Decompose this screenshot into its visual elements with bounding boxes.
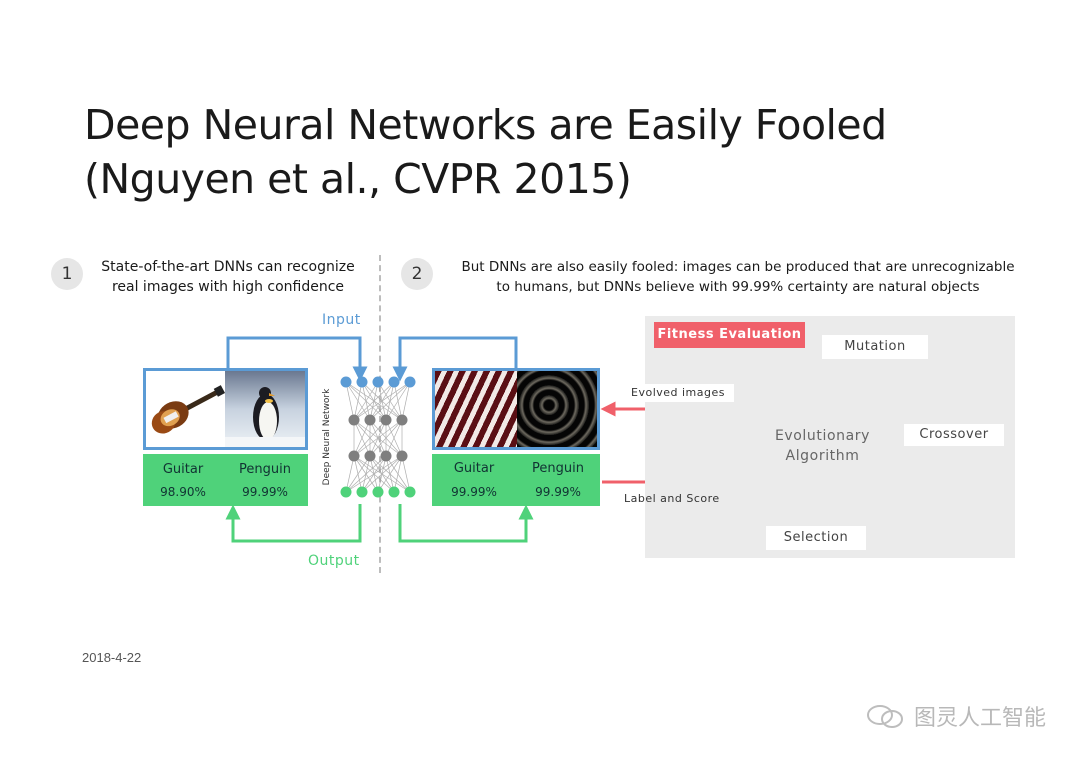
network-edge [401,455,411,493]
network-nodes [340,376,416,498]
evolutionary-algorithm-label: Evolutionary Algorithm [765,426,880,466]
network-edge [345,381,355,421]
network-edge [369,381,411,421]
real-predictions: Guitar Penguin 98.90% 99.99% [143,454,308,506]
crossover-tag: Crossover [904,424,1004,446]
output-node [388,486,400,498]
fooled-class-1: Guitar [453,461,495,476]
output-arrow-right [398,504,534,543]
hidden-node [348,414,360,426]
fooling-guitar-image [435,371,517,447]
step-2-line-2: to humans, but DNNs believe with 99.99% … [496,279,980,295]
real-score-1: 98.90% [160,485,206,499]
real-images [143,368,308,450]
step-1-badge: 1 [51,258,83,290]
title-line-2: (Nguyen et al., CVPR 2015) [84,155,632,203]
evolved-images-label: Evolved images [622,384,734,402]
network-edge [361,455,403,493]
step-2-caption: But DNNs are also easily fooled: images … [448,257,1028,297]
network-edge [385,419,403,457]
step-1-line-2: real images with high confidence [111,279,345,295]
output-arrow-left [225,504,362,543]
network-edge [353,381,379,421]
input-node [388,376,400,388]
output-node [356,486,368,498]
input-label: Input [322,312,361,328]
real-class-1: Guitar [162,462,204,477]
network-edge [345,455,355,493]
watermark: 图灵人工智能 [866,700,1046,732]
fooled-score-1: 99.99% [451,485,497,499]
hidden-node [380,450,392,462]
step-2-badge: 2 [401,258,433,290]
real-score-2: 99.99% [242,485,288,499]
selection-tag: Selection [766,526,866,550]
output-node [372,486,384,498]
network-edge [353,419,371,457]
network-edge [353,381,395,421]
input-node [372,376,384,388]
fooled-score-2: 99.99% [535,485,581,499]
network-edge [401,381,411,421]
hidden-node [348,450,360,462]
input-node [340,376,352,388]
input-node [356,376,368,388]
fooling-predictions: Guitar Penguin 99.99% 99.99% [432,454,600,506]
network-edges [345,381,411,493]
label-and-score-label: Label and Score [624,492,720,505]
network-edge [385,381,411,421]
output-node [404,486,416,498]
step-1-caption: State-of-the-art DNNs can recognize real… [92,257,364,297]
network-edge [353,419,387,457]
input-arrow-left [226,336,368,382]
input-node [404,376,416,388]
mutation-tag: Mutation [822,335,928,359]
network-edge [393,455,403,493]
step-2-line-1: But DNNs are also easily fooled: images … [461,259,1015,275]
guitar-icon [146,371,226,447]
network-edge [345,455,403,493]
fooling-images [432,368,600,450]
network-edge [377,455,403,493]
title-line-1: Deep Neural Networks are Easily Fooled [84,101,887,149]
penguin-image [225,371,305,447]
dnn-label: Deep Neural Network [322,388,332,486]
network-edge [345,455,387,493]
wechat-icon [866,705,903,728]
real-class-2: Penguin [239,462,291,477]
hidden-node [364,414,376,426]
output-node [340,486,352,498]
watermark-text: 图灵人工智能 [913,706,1046,731]
penguin-icon [225,387,305,447]
evo-line-2: Algorithm [785,448,860,464]
slide-date: 2018-4-22 [82,650,142,665]
fooling-penguin-image [517,371,597,447]
slide-title: Deep Neural Networks are Easily Fooled (… [84,98,887,206]
hidden-node [396,450,408,462]
evo-line-1: Evolutionary [774,428,871,444]
network-edge [369,419,403,457]
network-edge [353,381,411,421]
network-edge [345,455,371,493]
hidden-node [396,414,408,426]
hidden-node [364,450,376,462]
hidden-node [380,414,392,426]
fooled-class-2: Penguin [532,461,584,476]
input-arrow-right [392,336,518,382]
output-label: Output [308,553,360,569]
fitness-evaluation-label: Fitness Evaluation [654,322,805,348]
step-1-line-1: State-of-the-art DNNs can recognize [101,259,355,275]
network-edge [353,381,363,421]
network-edge [353,419,403,457]
